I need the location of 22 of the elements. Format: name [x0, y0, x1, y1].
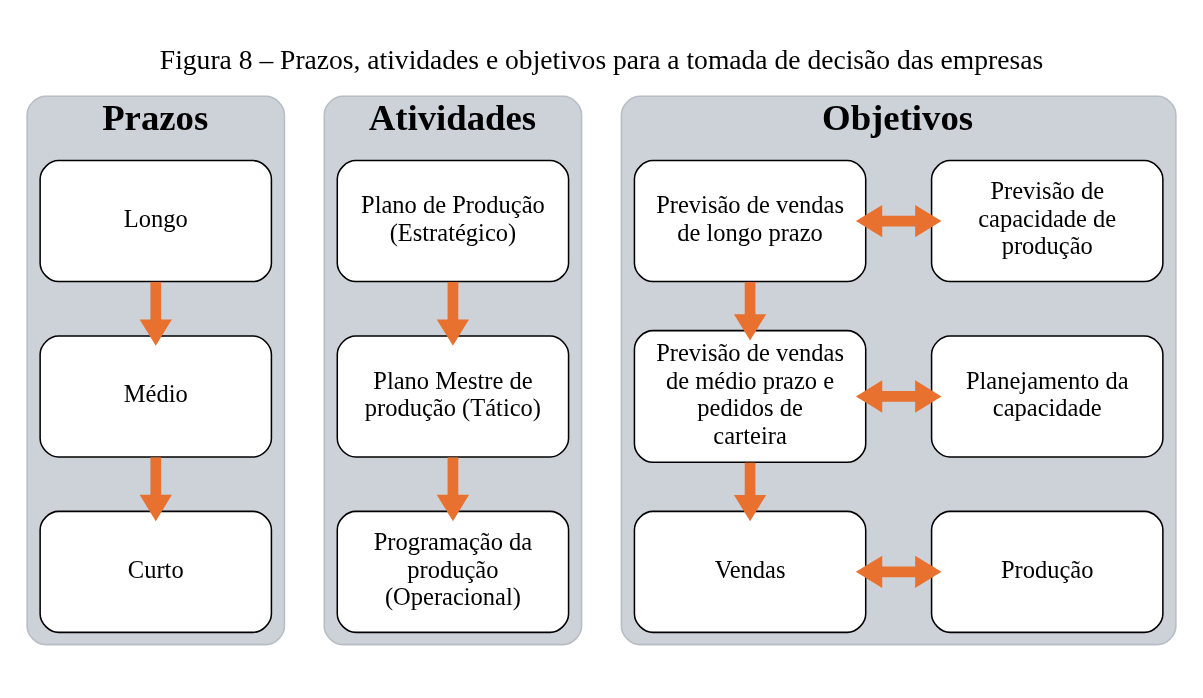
node-box: Planejamento da capacidade [930, 335, 1164, 458]
arrow [855, 380, 942, 413]
node-box: Longo [39, 159, 273, 283]
arrow [855, 204, 942, 238]
node-box: Médio [39, 335, 273, 458]
node-box: Previsão de vendas de longo prazo [633, 159, 867, 283]
arrow [436, 281, 470, 346]
arrow [733, 462, 767, 522]
arrow [139, 281, 172, 346]
node-box: Programação da produção (Operacional) [336, 510, 570, 634]
arrow [733, 281, 767, 341]
node-box: Produção [930, 510, 1164, 634]
arrow [436, 457, 470, 522]
node-box: Previsão de capacidade de produção [930, 159, 1164, 283]
node-box: Curto [39, 510, 273, 634]
arrow [139, 457, 172, 522]
node-box: Vendas [633, 510, 867, 634]
diagram-title: Figura 8 – Prazos, atividades e objetivos para a tomada de decisão das empresas [159, 44, 1044, 76]
node-box: Plano Mestre de produção (Tático) [336, 335, 570, 458]
node-box: Plano de Produção (Estratégico) [336, 159, 570, 283]
node-box: Previsão de vendas de médio prazo e pedidos de carteira [633, 329, 867, 464]
arrow [855, 555, 942, 588]
